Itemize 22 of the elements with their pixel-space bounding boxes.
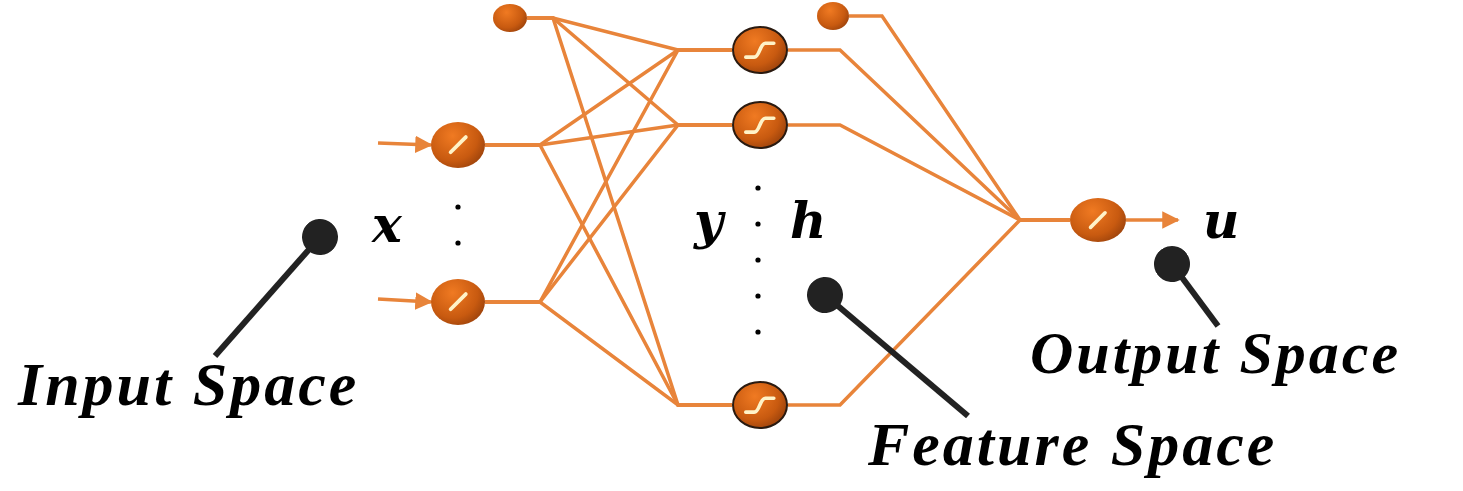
neuron-circle	[431, 279, 485, 325]
space-caption: Input Space	[18, 352, 360, 418]
bias-circle	[493, 4, 527, 32]
space-caption: Output Space	[1030, 322, 1402, 385]
bias-circle	[817, 2, 849, 30]
neuron-circle	[732, 26, 788, 74]
variable-label: u	[1203, 196, 1240, 246]
space-caption: Feature Space	[868, 412, 1278, 478]
leader-line	[807, 277, 970, 419]
connection-line	[849, 14, 1070, 222]
neuron-circle	[732, 101, 788, 149]
neuron-circle	[732, 381, 788, 429]
connection-line	[485, 300, 732, 407]
neuron-circle	[1070, 198, 1126, 242]
arrow	[377, 135, 433, 154]
variable-label: x	[372, 200, 402, 250]
arrow	[377, 292, 433, 310]
leader-line	[1154, 246, 1221, 328]
variable-label: h	[790, 196, 827, 246]
leader-line	[212, 219, 338, 358]
arrow	[1126, 211, 1180, 229]
neuron-circle	[431, 122, 485, 168]
